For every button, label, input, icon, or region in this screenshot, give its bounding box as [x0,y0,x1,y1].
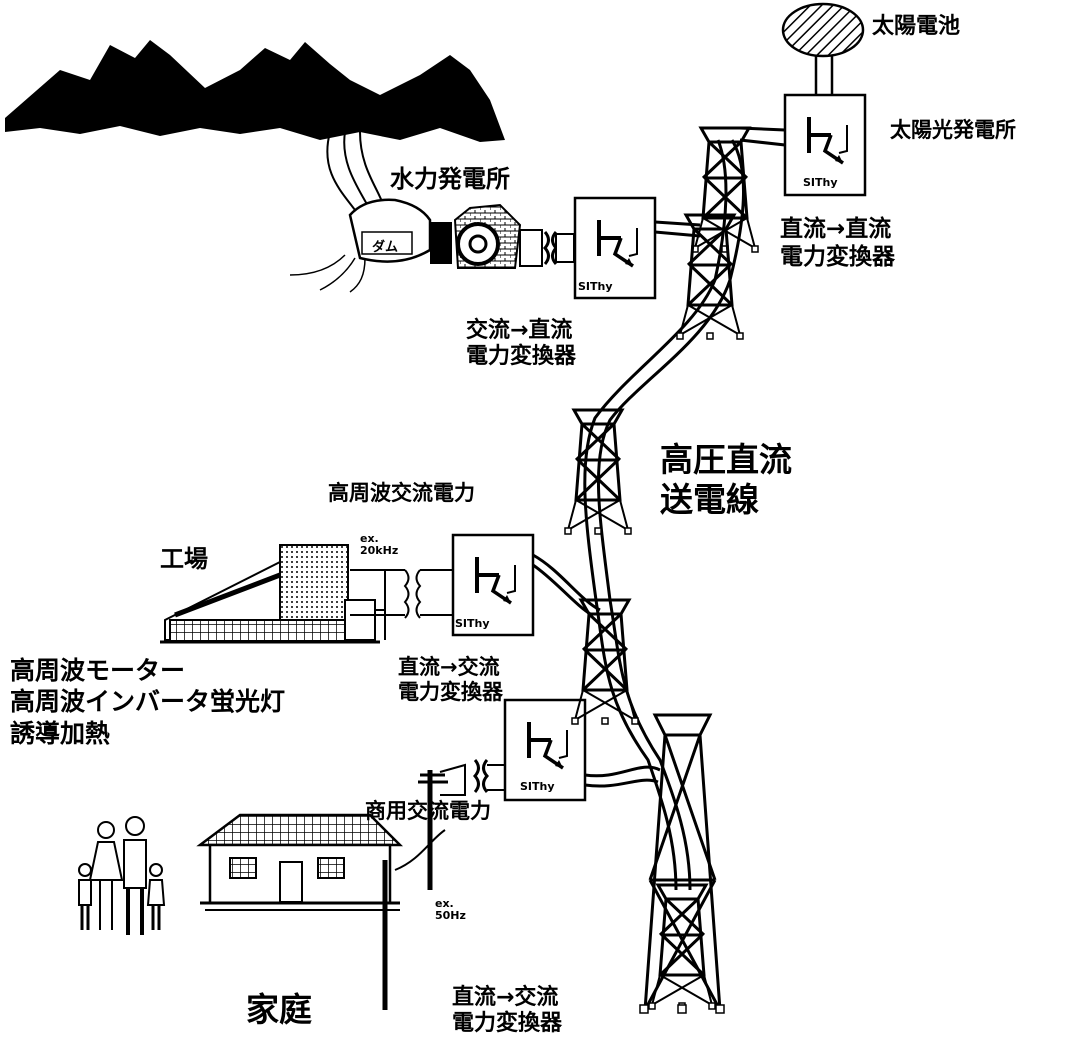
applications-line2: 高周波インバータ蛍光灯 [10,687,286,717]
device-tag-home: SIThy [520,780,555,793]
hf-ac-power-label: 高周波交流電力 [328,481,475,505]
solar-cell-label: 太陽電池 [872,14,961,39]
dcac-converter-home-line2: 電力変換器 [452,1011,563,1037]
hf-frequency-line1: ex. [360,532,379,545]
factory-illustration [160,544,386,644]
hvdc-line-label: 高圧直流 送電線 [660,440,792,519]
acdc-converter-label: 交流→直流 電力変換器 [466,318,576,371]
applications-line1: 高周波モーター [10,656,186,685]
acdc-converter-label-line1: 交流→直流 [466,318,573,343]
dcac-converter-factory-label: 直流→交流 電力変換器 [398,655,503,705]
dcac-converter-home-line1: 直流→交流 [452,985,559,1010]
solar-cell-illustration [781,2,865,58]
dcac-converter-factory-line2: 電力変換器 [398,680,503,705]
dcdc-converter-label-line2: 電力変換器 [780,243,895,270]
dcac-converter-factory-line1: 直流→交流 [398,655,500,679]
lf-frequency-label: ex. 50Hz [435,897,466,923]
acdc-converter-label-line2: 電力変換器 [466,344,577,370]
house-illustration [196,813,404,911]
factory-label: 工場 [160,545,208,573]
mountains [5,40,505,142]
solar-plant-label: 太陽光発電所 [890,118,1016,142]
tower-bottom [647,883,717,1011]
dcdc-converter-label: 直流→直流 電力変換器 [780,216,895,271]
tower-base [639,713,725,1014]
dam-label: ダム [372,240,399,255]
device-tag-factory: SIThy [455,617,490,630]
commercial-ac-label: 商用交流電力 [365,799,491,823]
dcac-converter-home-label: 直流→交流 電力変換器 [452,985,562,1038]
hvdc-line-label-line1: 高圧直流 [660,440,792,479]
lf-frequency-line1: ex. [435,897,454,910]
hf-frequency-label: ex. 20kHz [360,532,399,558]
applications-line3: 誘導加熱 [10,718,111,748]
hvdc-line-label-line2: 送電線 [660,479,759,519]
utility-poles [382,759,505,1010]
family-illustration [78,816,166,935]
hydro-plant-label: 水力発電所 [390,165,510,193]
applications-label: 高周波モーター 高周波インバータ蛍光灯 誘導加熱 [10,655,285,749]
dcdc-converter-label-line1: 直流→直流 [780,216,892,242]
dam-illustration [348,198,575,269]
device-tag-dcdc: SIThy [803,176,838,189]
factory-transformer [350,569,453,619]
device-tag-acdc: SIThy [578,280,613,293]
home-label: 家庭 [246,990,312,1029]
lf-frequency-line2: 50Hz [435,909,466,923]
hf-frequency-line2: 20kHz [360,544,399,558]
